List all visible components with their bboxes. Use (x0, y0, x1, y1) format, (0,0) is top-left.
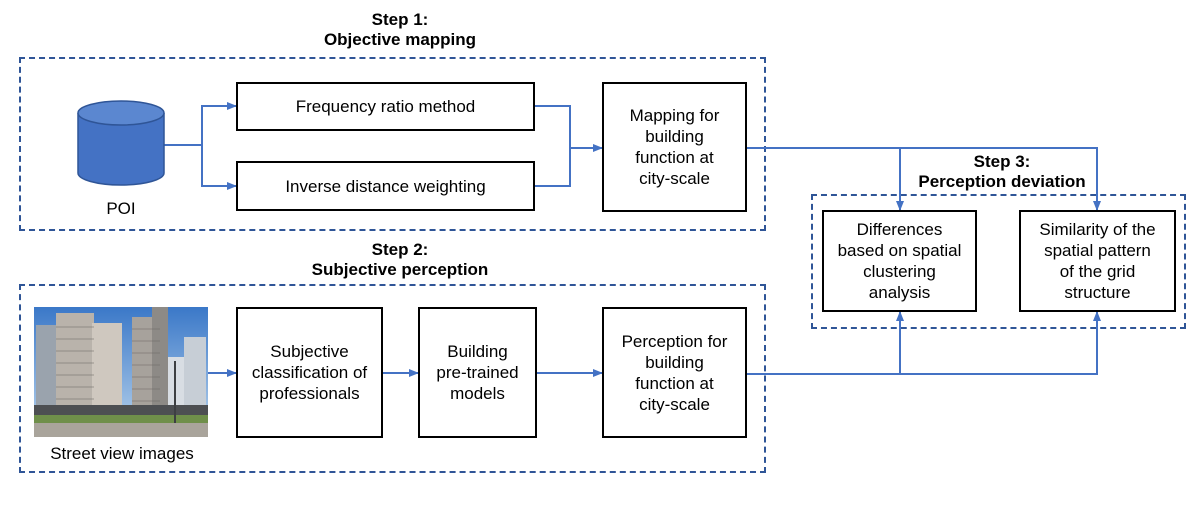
arrow-poi-to-frequency (164, 102, 237, 146)
frequency-ratio-box: Frequency ratio method (236, 82, 535, 131)
subjective-classification-box: Subjective classification of professiona… (236, 307, 383, 438)
step3-title: Step 3: Perception deviation (918, 152, 1086, 191)
street-view-label: Street view images (50, 444, 194, 463)
street-view-photo (34, 307, 208, 437)
step3-frame (811, 194, 1186, 329)
step1-frame (19, 57, 766, 231)
pretrained-models-box: Building pre-trained models (418, 307, 537, 438)
database-cylinder-icon (77, 100, 165, 186)
arrow-poi-to-idw (201, 145, 237, 190)
mapping-box: Mapping for building function at city-sc… (602, 82, 747, 212)
differences-box: Differences based on spatial clustering … (822, 210, 977, 312)
arrow-mapping-to-similarity (900, 147, 1101, 211)
step2-frame (19, 284, 766, 473)
arrow-perception-to-differences (747, 311, 904, 375)
arrow-frequency-to-mapping (535, 105, 603, 152)
arrow-perception-to-similarity (900, 311, 1101, 375)
similarity-box: Similarity of the spatial pattern of the… (1019, 210, 1176, 312)
poi-label: POI (106, 199, 136, 218)
idw-box: Inverse distance weighting (236, 161, 535, 211)
arrow-idw-to-mapping (535, 148, 571, 187)
perception-box: Perception for building function at city… (602, 307, 747, 438)
arrow-mapping-to-differences (747, 147, 904, 211)
step2-title: Step 2: Subjective perception (311, 240, 489, 279)
step1-title: Step 1: Objective mapping (323, 10, 477, 49)
